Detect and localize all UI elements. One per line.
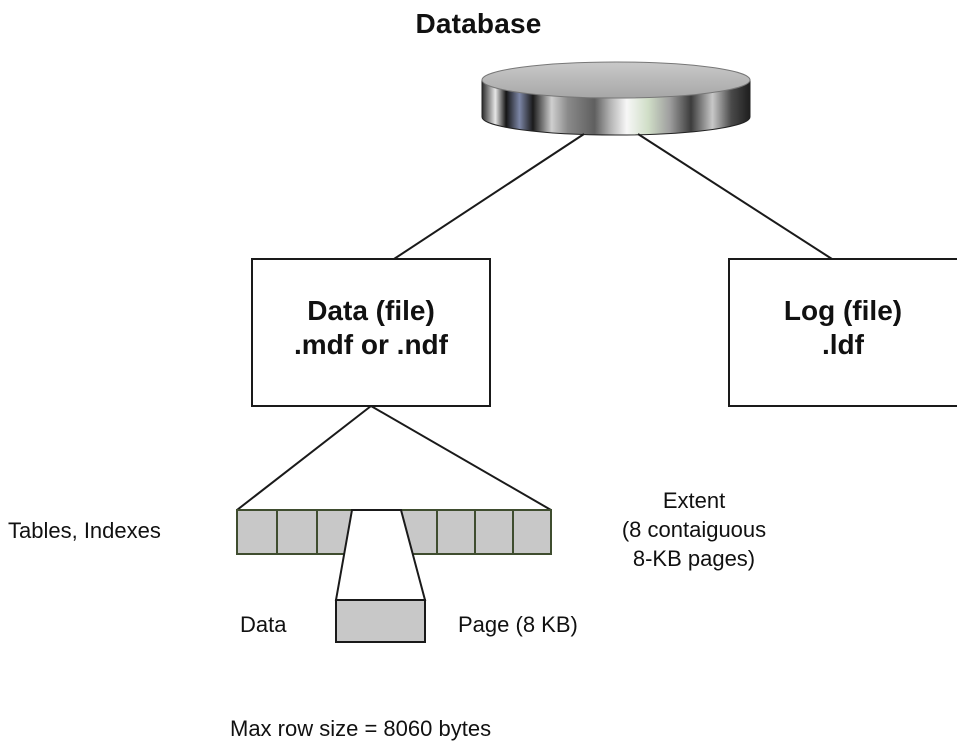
extent-description-line2: 8-KB pages)	[632, 546, 756, 571]
database-title: Database	[415, 8, 542, 39]
extent-title: Extent	[662, 488, 726, 513]
zoom-line-left	[236, 405, 372, 511]
log-file-extension: .ldf	[822, 329, 864, 360]
database-cylinder-icon	[481, 61, 751, 136]
zoom-line-right	[370, 405, 552, 511]
connector-database-to-log-file	[637, 133, 833, 260]
data-file-box	[251, 258, 491, 407]
log-file-name: Log (file)	[783, 295, 903, 326]
extent-page	[512, 509, 552, 555]
data-file-extension: .mdf or .ndf	[294, 329, 448, 360]
extent-label: Extent (8 contaiguous 8-KB pages)	[596, 486, 792, 573]
log-file-label: Log (file) .ldf	[729, 294, 957, 362]
extent-page	[236, 509, 278, 555]
data-label: Data	[240, 612, 287, 637]
single-page	[335, 599, 426, 643]
extent-page	[474, 509, 514, 555]
page-label: Page (8 KB)	[458, 612, 578, 637]
extent-description-line1: (8 contaiguous	[621, 517, 767, 542]
log-file-box	[728, 258, 957, 407]
tables-indexes-label: Tables, Indexes	[8, 518, 161, 543]
data-file-name: Data (file)	[307, 295, 435, 326]
extent-page	[436, 509, 476, 555]
max-row-size-label: Max row size = 8060 bytes	[230, 716, 492, 741]
extent-page	[276, 509, 318, 555]
data-file-label: Data (file) .mdf or .ndf	[252, 294, 490, 362]
connector-database-to-data-file	[393, 133, 585, 260]
